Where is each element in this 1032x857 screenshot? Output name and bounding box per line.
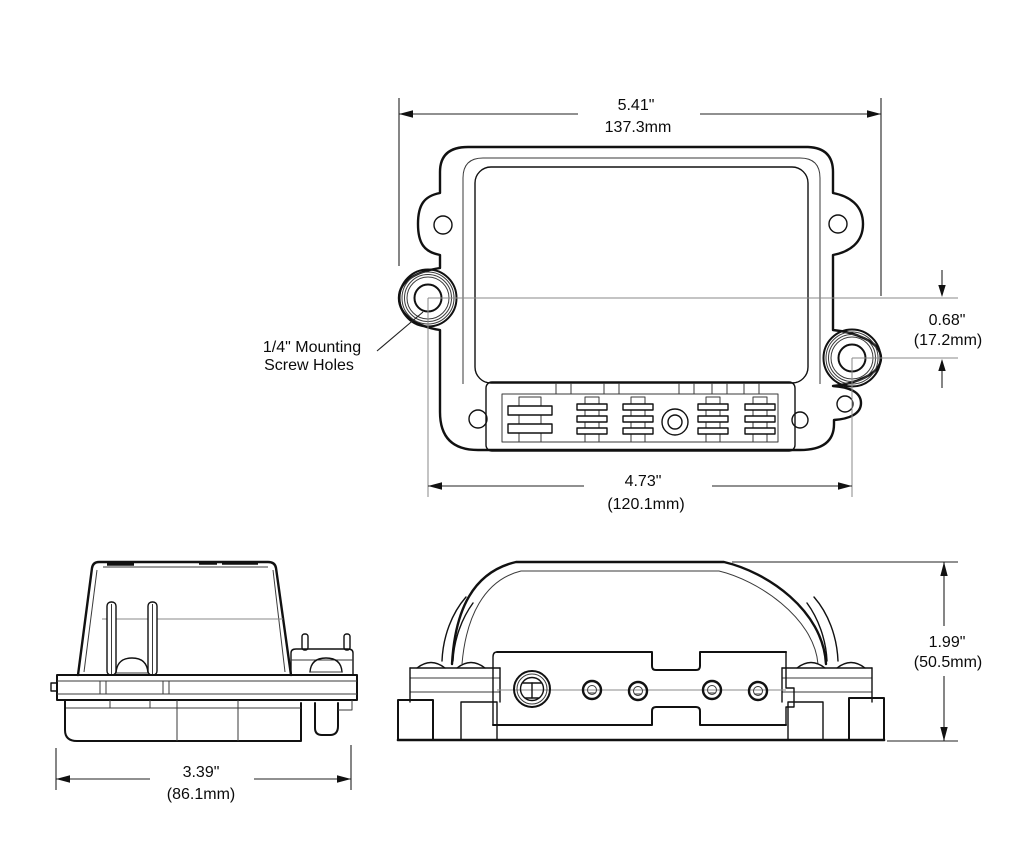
mounting-holes-label-line2: Screw Holes xyxy=(264,357,354,374)
dim-body-height-in: 1.99" xyxy=(929,634,966,651)
top-view xyxy=(397,145,958,497)
strip-ticks xyxy=(555,383,760,394)
dim-body-height: 1.99" (50.5mm) xyxy=(732,561,982,742)
front-large-connector xyxy=(513,670,551,708)
front-right-towers xyxy=(781,661,885,741)
leader-line xyxy=(376,311,424,352)
dim-hole-offset-in: 0.68" xyxy=(929,312,966,329)
top-view-lid xyxy=(474,166,809,384)
side-lower-body xyxy=(64,699,353,742)
dim-overall-width-mm: 137.3mm xyxy=(605,119,672,136)
side-terminal-block xyxy=(290,633,354,676)
dim-hole-spacing-in: 4.73" xyxy=(625,473,662,490)
dim-overall-width: 5.41" 137.3mm xyxy=(398,97,882,296)
terminal-3 xyxy=(622,396,654,443)
mounting-holes-label-line1: 1/4" Mounting xyxy=(263,339,361,356)
dim-body-width-mm: (86.1mm) xyxy=(167,786,235,803)
terminal-1 xyxy=(507,396,553,443)
front-small-connectors xyxy=(581,679,769,702)
front-wings xyxy=(441,596,839,662)
front-view xyxy=(396,560,886,742)
terminal-studs xyxy=(106,601,158,676)
side-view-dome xyxy=(76,560,293,677)
dim-body-height-mm: (50.5mm) xyxy=(914,654,982,671)
side-view xyxy=(50,560,358,742)
lid-seam xyxy=(107,561,258,566)
dim-overall-width-in: 5.41" xyxy=(618,97,655,114)
top-view-parting-line xyxy=(462,157,821,384)
label-mounting-screw-holes: 1/4" Mounting Screw Holes xyxy=(263,311,424,374)
dim-hole-offset-mm: (17.2mm) xyxy=(914,332,982,349)
front-terminal-band xyxy=(492,651,795,726)
front-view-dome xyxy=(450,560,828,666)
dim-hole-spacing: 4.73" (120.1mm) xyxy=(428,473,852,513)
screw-hole-centerlines xyxy=(427,297,958,497)
dim-hole-spacing-mm: (120.1mm) xyxy=(607,496,684,513)
terminal-5 xyxy=(744,396,776,443)
top-view-outline xyxy=(397,145,883,452)
strip-center-hole xyxy=(661,408,689,436)
terminal-2 xyxy=(576,396,608,443)
front-left-towers xyxy=(397,661,501,741)
corner-holes xyxy=(433,214,854,429)
side-base-flange xyxy=(50,674,358,701)
dim-hole-offset: 0.68" (17.2mm) xyxy=(914,270,982,388)
terminal-strip xyxy=(485,381,796,452)
dim-body-width-in: 3.39" xyxy=(183,764,220,781)
terminal-4 xyxy=(697,396,729,443)
dim-body-width: 3.39" (86.1mm) xyxy=(55,745,352,803)
